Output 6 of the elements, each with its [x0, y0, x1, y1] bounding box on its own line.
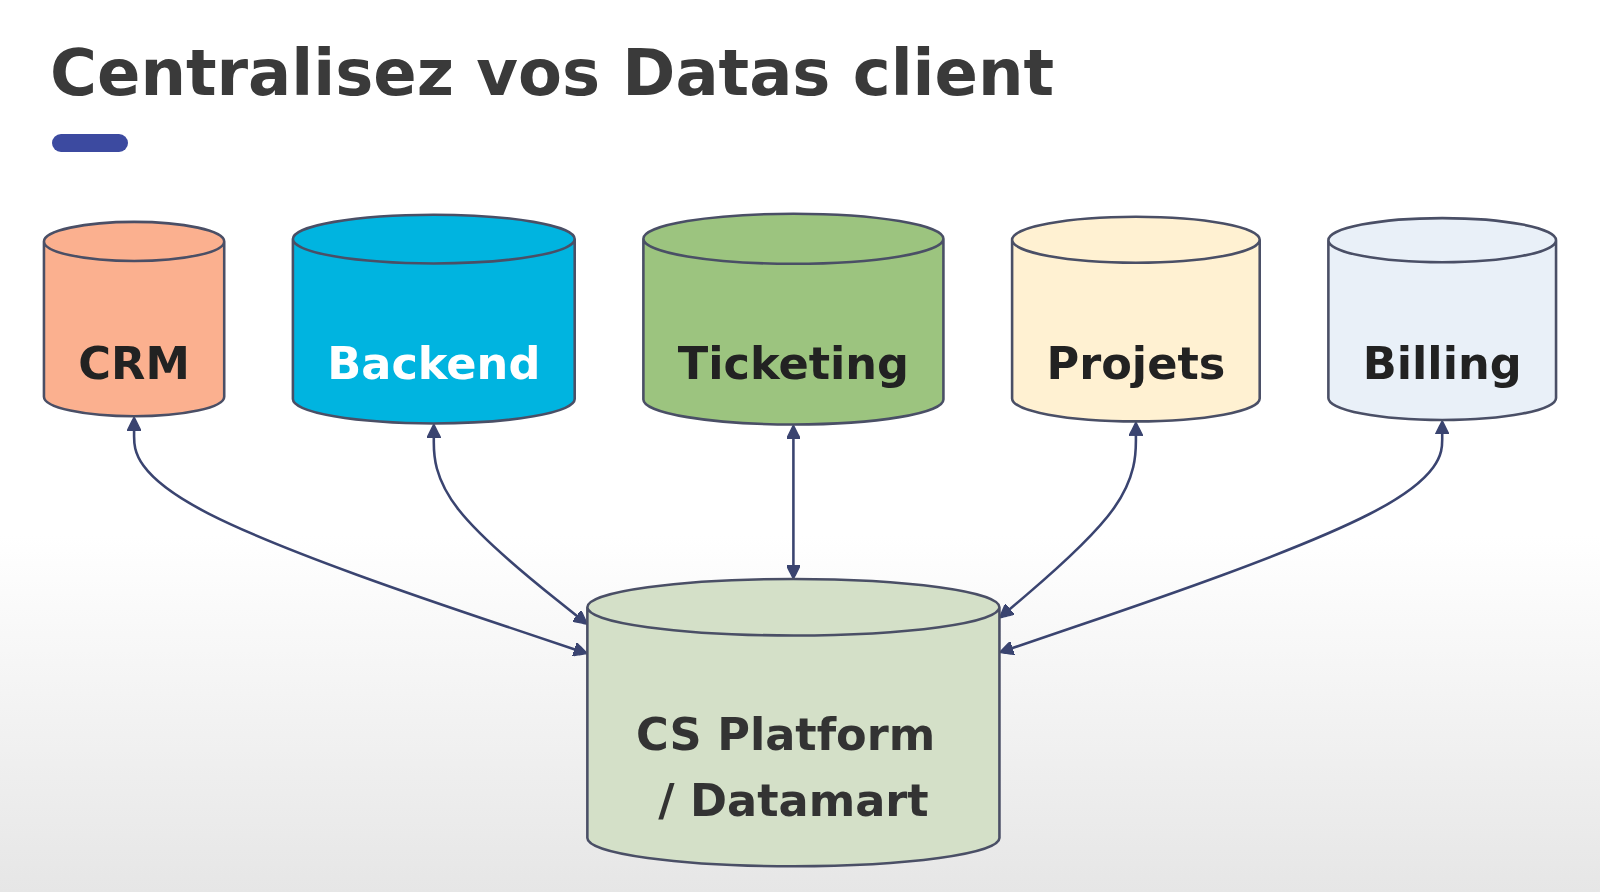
arrow [998, 420, 1450, 656]
arrow [126, 416, 589, 657]
slide-title: Centralisez vos Datas client [50, 36, 1055, 110]
arrow [998, 421, 1144, 619]
arrow [426, 423, 589, 625]
arrow [785, 424, 801, 580]
